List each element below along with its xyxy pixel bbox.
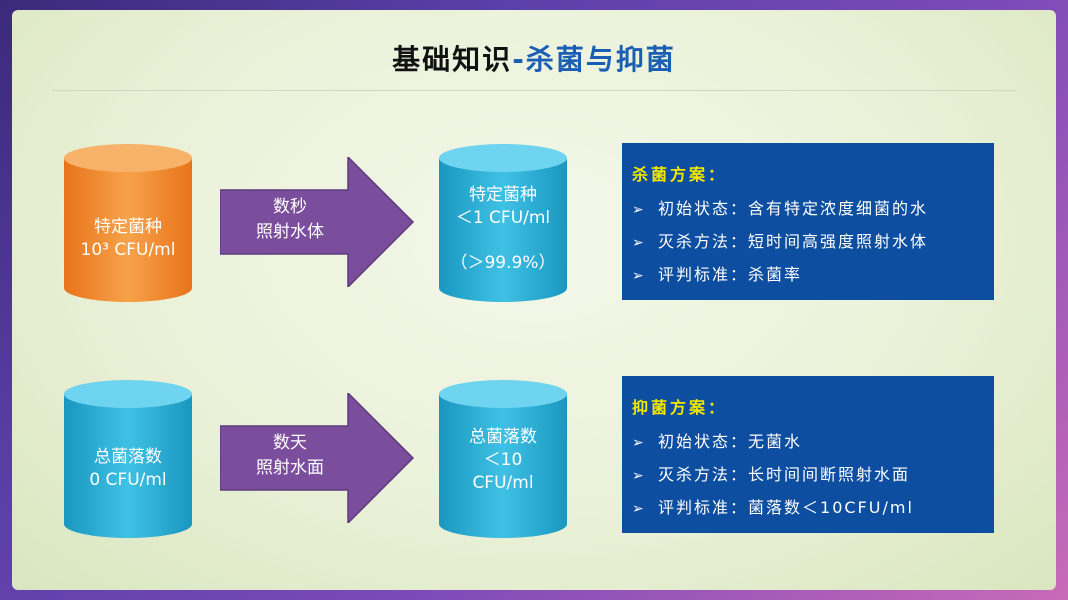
info-item-value: 含有特定浓度细菌的水 <box>748 199 929 218</box>
page-title: 基础知识-杀菌与抑菌 <box>12 38 1056 78</box>
arrow-bullet-icon: ➢ <box>632 501 646 517</box>
arrow-seconds-irradiation: 数秒 照射水体 <box>220 157 415 287</box>
cylinder-line3: （＞99.9%） <box>450 253 556 273</box>
arrow-days-irradiation: 数天 照射水面 <box>220 393 415 523</box>
cylinder-line1: 特定菌种 <box>469 185 537 205</box>
info-item: ➢ 灭杀方法：长时间间断照射水面 <box>632 459 984 492</box>
arrow-line2: 照射水体 <box>256 222 324 242</box>
info-item: ➢ 灭杀方法：短时间高强度照射水体 <box>632 226 984 259</box>
info-item-label: 评判标准： <box>658 498 749 517</box>
info-item-label: 灭杀方法： <box>658 232 749 251</box>
arrow-bullet-icon: ➢ <box>632 235 646 251</box>
title-main: 基础知识 <box>392 43 513 76</box>
arrow-bullet-icon: ➢ <box>632 468 646 484</box>
sterilization-plan-box: 杀菌方案： ➢初始状态：含有特定浓度细菌的水 ➢灭杀方法：短时间高强度照射水体 … <box>622 143 994 300</box>
cylinder-specific-strain-start: 特定菌种 10³ CFU/ml <box>64 144 192 302</box>
title-accent: -杀菌与抑菌 <box>512 43 676 76</box>
cylinder-total-colonies-end: 总菌落数 ＜10 CFU/ml <box>439 380 567 538</box>
cylinder-line3: CFU/ml <box>472 473 534 493</box>
arrow-line1: 数天 <box>273 433 307 453</box>
info-item-value: 菌落数＜10CFU/ml <box>748 498 914 517</box>
info-item: ➢ 初始状态：无菌水 <box>632 426 984 459</box>
title-divider <box>52 90 1016 91</box>
arrow-line2: 照射水面 <box>256 458 324 478</box>
slide: 基础知识-杀菌与抑菌 特定菌种 10³ CFU/ml 数秒 照射水体 <box>12 10 1056 590</box>
info-item-label: 评判标准： <box>658 265 749 284</box>
info-item-label: 初始状态： <box>658 199 749 218</box>
arrow-line1: 数秒 <box>273 197 307 217</box>
info-item: ➢ 评判标准：菌落数＜10CFU/ml <box>632 492 984 525</box>
cylinder-line1: 特定菌种 <box>94 217 162 237</box>
inhibition-plan-box: 抑菌方案： ➢ 初始状态：无菌水 ➢ 灭杀方法：长时间间断照射水面 ➢ 评判标准：菌落… <box>622 376 994 533</box>
info-item-value: 长时间间断照射水面 <box>748 465 911 484</box>
cylinder-line2: ＜10 <box>483 450 523 470</box>
arrow-bullet-icon: ➢ <box>632 268 646 284</box>
cylinder-line2: ＜1 CFU/ml <box>455 208 551 228</box>
info-item-label: 初始状态： <box>658 432 749 451</box>
cylinder-line2: 10³ CFU/ml <box>80 240 176 260</box>
info-item-value: 短时间高强度照射水体 <box>748 232 929 251</box>
cylinder-total-colonies-start: 总菌落数 0 CFU/ml <box>64 380 192 538</box>
arrow-bullet-icon: ➢ <box>632 435 646 451</box>
info-item-label: 灭杀方法： <box>658 465 749 484</box>
info-heading: 杀菌方案： <box>632 165 728 184</box>
cylinder-specific-strain-end: 特定菌种 ＜1 CFU/ml （＞99.9%） <box>439 144 567 302</box>
cylinder-line1: 总菌落数 <box>94 447 162 467</box>
arrow-bullet-icon: ➢ <box>632 202 646 218</box>
info-item: ➢ 初始状态：含有特定浓度细菌的水 <box>632 193 984 226</box>
info-heading: 抑菌方案： <box>632 398 728 417</box>
cylinder-line1: 总菌落数 <box>469 427 537 447</box>
info-item: ➢ 评判标准：杀菌率 <box>632 259 984 292</box>
cylinder-line2: 0 CFU/ml <box>89 470 167 490</box>
info-item-value: 杀菌率 <box>748 265 803 284</box>
info-item-value: 无菌水 <box>748 432 803 451</box>
